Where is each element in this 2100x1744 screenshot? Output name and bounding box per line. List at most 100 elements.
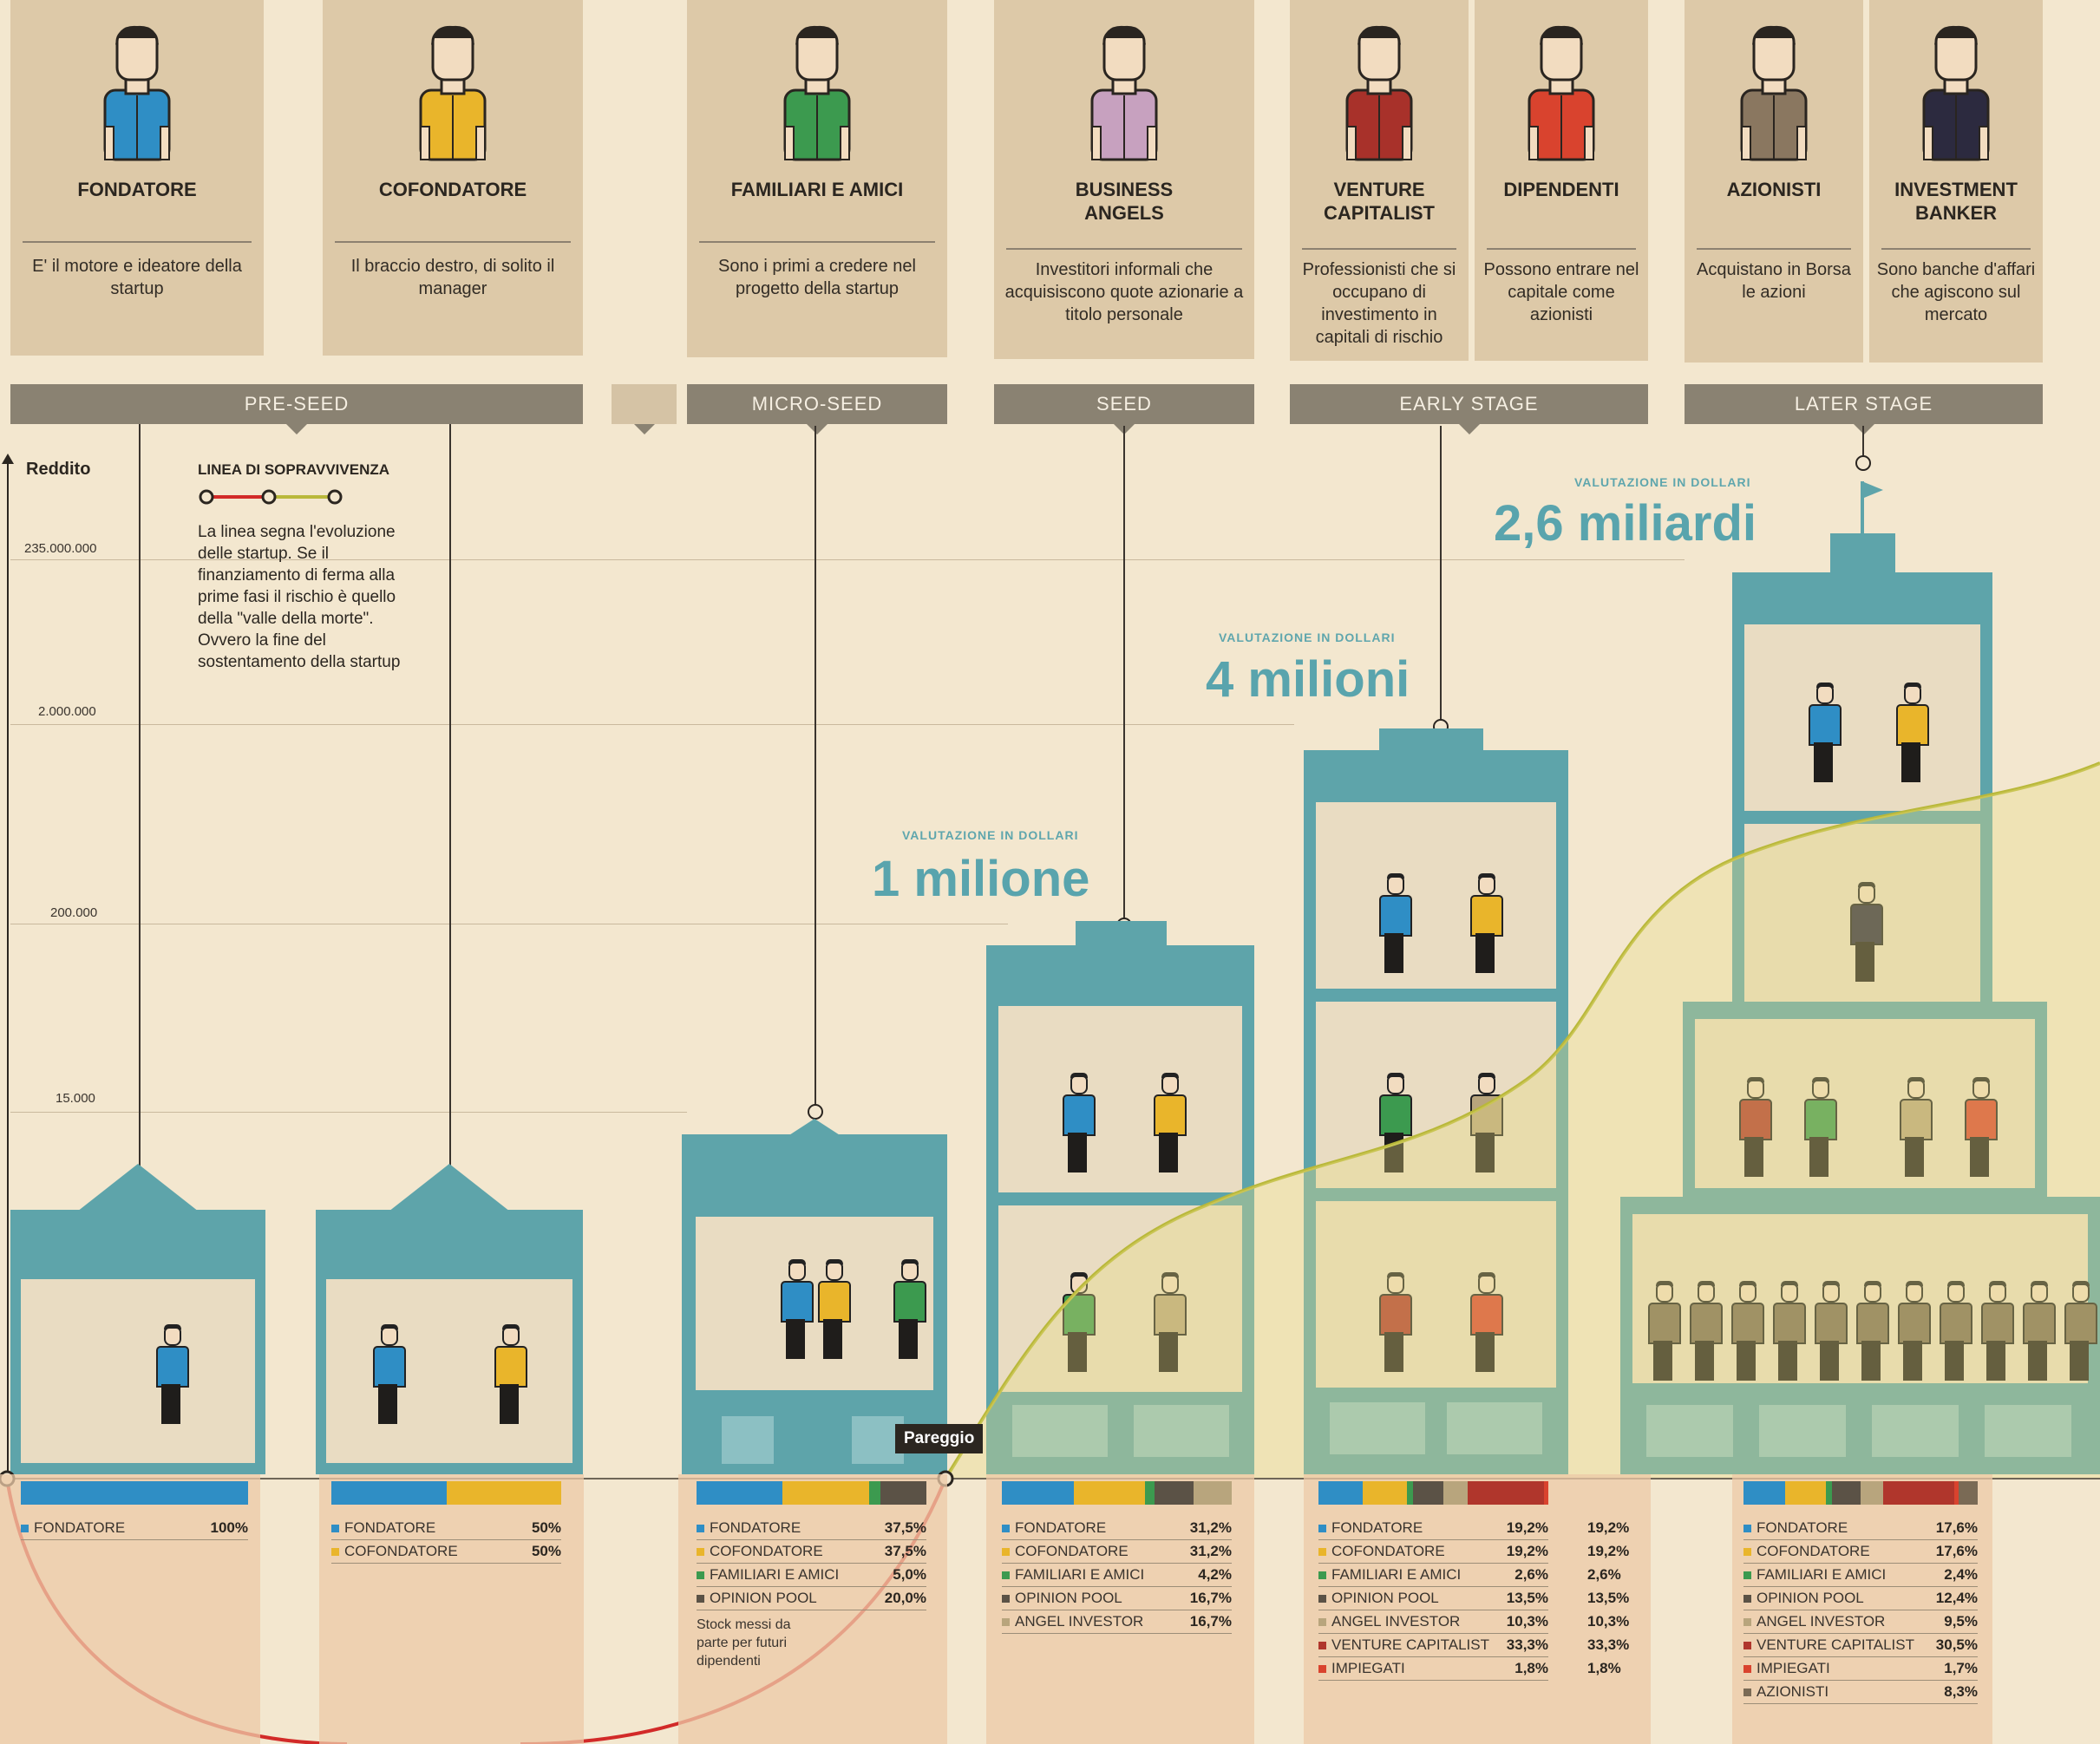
legend-square-icon [331, 1548, 339, 1557]
cap-row-label: FONDATORE [1015, 1519, 1107, 1536]
y-axis-title: Reddito [26, 460, 91, 479]
cap-row-pct: 31,2% [1189, 1543, 1232, 1559]
cap-row-label: COFONDATORE [1757, 1543, 1870, 1559]
role-name: VENTURE CAPITALIST [1324, 179, 1435, 224]
cap-row-label: COFONDATORE [710, 1543, 823, 1559]
cap-bar-segment [1155, 1481, 1194, 1505]
role-desc: Investitori informali che acquisiscono q… [1004, 260, 1244, 324]
cap-row-label: FONDATORE [34, 1519, 126, 1536]
cap-row-pct: 17,6% [1935, 1519, 1978, 1536]
survival-line-key-icon [199, 489, 343, 505]
stage-micro-seed: MICRO-SEED [687, 384, 947, 434]
cap-row-pct: 37,5% [884, 1543, 926, 1559]
cap-row-label: COFONDATORE [1331, 1543, 1445, 1559]
cap-row: COFONDATORE 37,5% [697, 1540, 926, 1564]
cap-panel [1304, 1474, 1651, 1744]
connector-line [1123, 426, 1125, 920]
valuation-caption: VALUTAZIONE IN DOLLARI [902, 828, 1079, 842]
valuation-2-6-miliardi: 2,6 miliardi [1494, 495, 1757, 552]
cap-bar-segment [1543, 1481, 1548, 1505]
cap-row-pct: 16,7% [1189, 1590, 1232, 1606]
cap-row-pct: 10,3% [1506, 1613, 1548, 1630]
y-axis-arrow-icon [2, 454, 14, 464]
cap-row-pct: 8,3% [1944, 1683, 1978, 1700]
legend-square-icon [1318, 1642, 1326, 1650]
role-desc: Sono banche d'affari che agiscono sul me… [1876, 260, 2036, 324]
role-card-cofondatore: COFONDATORE Il braccio destro, di solito… [323, 0, 583, 356]
role-card-fondatore: FONDATORE E' il motore e ideatore della … [10, 0, 264, 356]
cap-row-label: FONDATORE [1757, 1519, 1848, 1536]
building-top [1076, 921, 1167, 947]
cap-panel [0, 1474, 260, 1744]
cap-bar-segment [1145, 1481, 1155, 1505]
cap-bar-segment [1958, 1481, 1978, 1505]
role-name: FAMILIARI E AMICI [730, 179, 904, 200]
role-name: DIPENDENTI [1503, 179, 1619, 200]
role-card-business-angels: BUSINESS ANGELS Investitori informali ch… [994, 0, 1254, 359]
shareholder-avatar-icon [1740, 25, 1808, 161]
legend-square-icon [1002, 1618, 1010, 1627]
flag-icon [1864, 482, 1883, 498]
divider [335, 241, 571, 243]
y-axis [7, 460, 9, 1474]
legend-square-icon [697, 1525, 704, 1533]
cap-row-label: ANGEL INVESTOR [1331, 1613, 1461, 1630]
legend-square-icon [697, 1571, 704, 1580]
stage-spacer [612, 384, 677, 434]
connector-line [1440, 426, 1442, 721]
connector-line [139, 424, 141, 1170]
legend-square-icon [1743, 1618, 1751, 1627]
vc-avatar-icon [1345, 25, 1413, 161]
legend-square-icon [1002, 1595, 1010, 1604]
divider [1881, 248, 2031, 250]
valuation-caption: VALUTAZIONE IN DOLLARI [1574, 475, 1751, 489]
cap-bar-segment [868, 1481, 880, 1505]
legend-square-icon [1743, 1571, 1751, 1580]
cap-panel [1732, 1474, 1992, 1744]
cap-row-pct: 5,0% [893, 1566, 926, 1583]
building-seed [986, 945, 1254, 1474]
cap-bar-segment [446, 1481, 561, 1505]
cap-row-pct: 20,0% [884, 1590, 926, 1606]
cap-row-pct-extra: 1,8% [1587, 1660, 1621, 1676]
cap-bar [331, 1481, 561, 1505]
role-card-investment-banker: INVESTMENT BANKER Sono banche d'affari c… [1869, 0, 2043, 363]
legend-square-icon [1743, 1688, 1751, 1697]
legend-square-icon [1318, 1665, 1326, 1674]
gridline [10, 724, 1294, 725]
legend-square-icon [1743, 1595, 1751, 1604]
legend-square-icon [697, 1548, 704, 1557]
cap-row-pct-extra: 2,6% [1587, 1566, 1621, 1583]
stage-early: EARLY STAGE [1290, 384, 1648, 434]
cap-row-pct: 2,4% [1944, 1566, 1978, 1583]
role-name: FONDATORE [77, 179, 197, 200]
y-tick-label: 2.000.000 [38, 704, 96, 719]
legend-square-icon [697, 1595, 704, 1604]
cap-row-pct: 13,5% [1506, 1590, 1548, 1606]
cap-bar-segment [1467, 1481, 1544, 1505]
cap-row-label: FONDATORE [710, 1519, 801, 1536]
connector-line [1862, 426, 1864, 455]
employee-avatar-icon [1528, 25, 1595, 161]
valuation-4-milioni: 4 milioni [1206, 651, 1410, 708]
legend-text: La linea segna l'evoluzione delle startu… [198, 523, 401, 671]
role-desc: Possono entrare nel capitale come azioni… [1483, 260, 1639, 324]
cap-row-label: OPINION POOL [1331, 1590, 1439, 1606]
cap-bar-segment [331, 1481, 447, 1505]
divider [1697, 248, 1851, 250]
building-early-stage [1304, 750, 1568, 1474]
flagpole [1861, 481, 1864, 535]
cap-bar-segment [1406, 1481, 1413, 1505]
